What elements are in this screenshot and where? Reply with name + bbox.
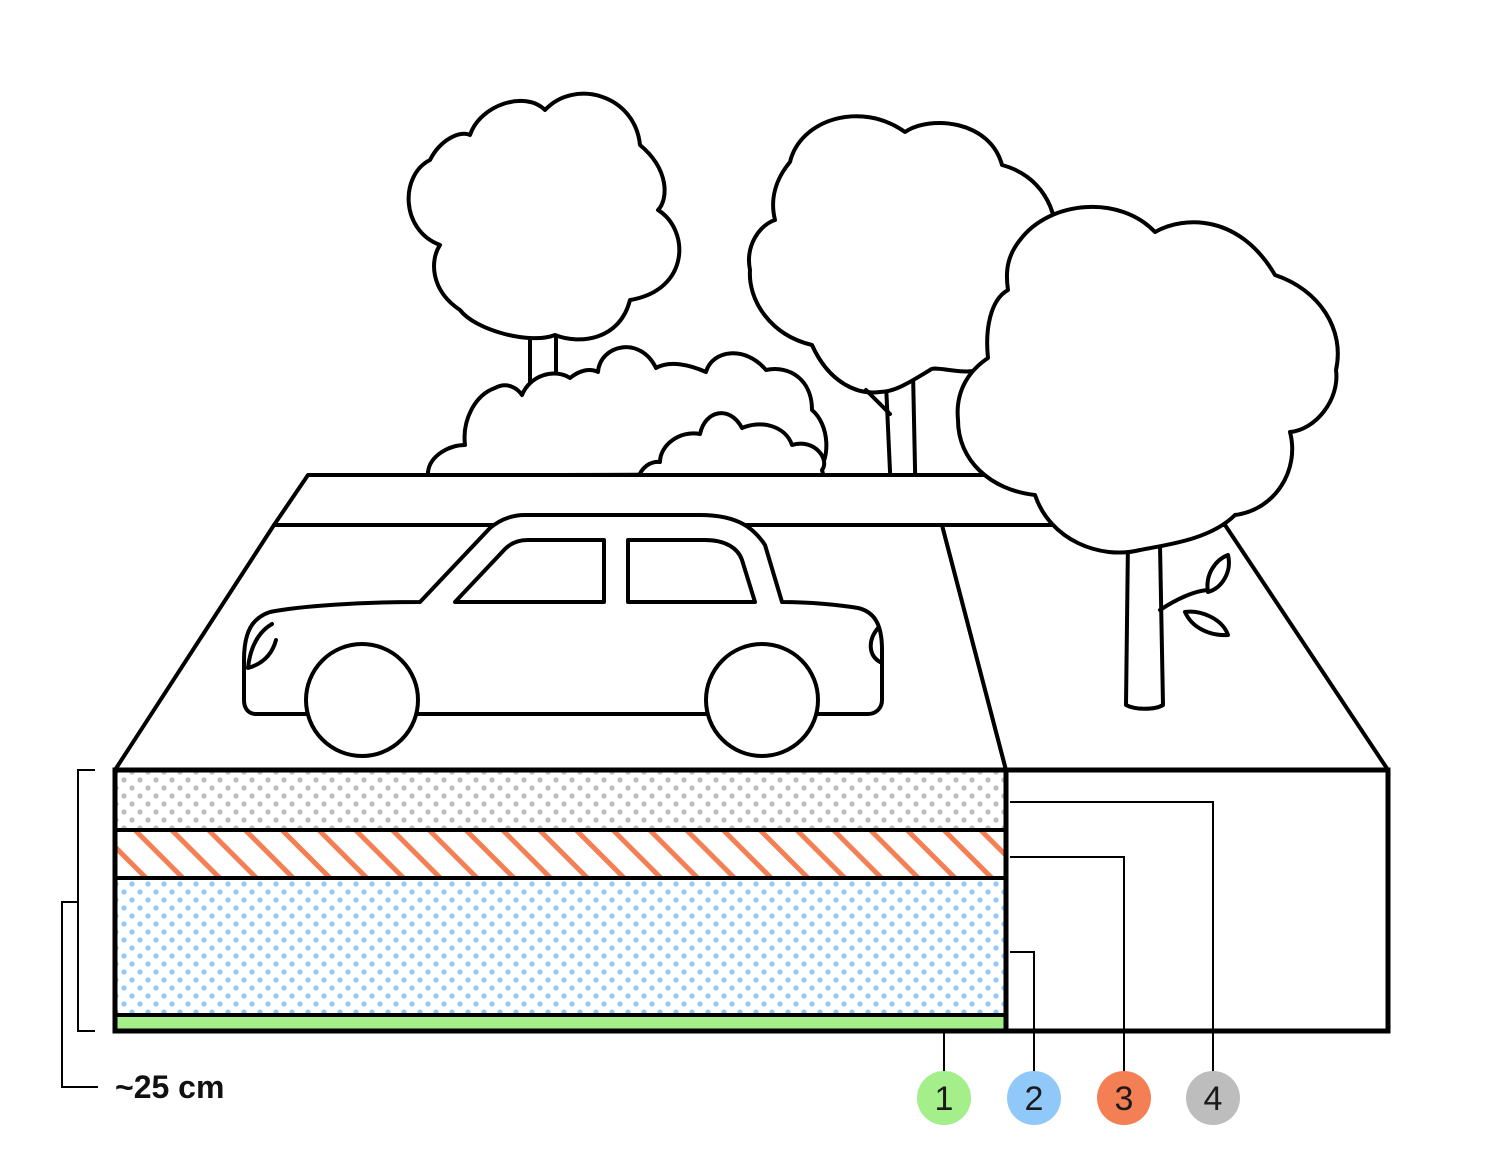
- tree-right: [955, 205, 1340, 711]
- callout-badges: 1 2 3 4: [917, 1071, 1240, 1125]
- leader-2: [1010, 951, 1035, 1072]
- badge-1-circle: [917, 1071, 971, 1125]
- badge-4-circle: [1186, 1071, 1240, 1125]
- badge-layer-1: 1: [917, 1071, 971, 1125]
- measurement-label: ~25 cm: [115, 1069, 224, 1105]
- car-window-rear: [626, 538, 757, 604]
- layer-2-drainage: [115, 878, 1006, 1015]
- car-front-wheel: [304, 642, 420, 758]
- leaf-icon-lower: [1183, 609, 1230, 638]
- height-bracket-outer: [77, 769, 95, 1032]
- planted-area-block: [1003, 767, 1391, 1034]
- tree-right-trunk: [1124, 538, 1165, 711]
- callout-leaders: [943, 801, 1214, 1072]
- tree-right-crown: [955, 205, 1340, 555]
- car-taillight: [868, 626, 882, 664]
- leader-3: [1010, 856, 1125, 1072]
- layer-3-filter: [115, 830, 1006, 878]
- badge-3-circle: [1097, 1071, 1151, 1125]
- badge-layer-2: 2: [1007, 1071, 1061, 1125]
- car-headlight: [246, 622, 278, 670]
- badge-layer-3: 3: [1097, 1071, 1151, 1125]
- badge-4-label: 4: [1204, 1080, 1223, 1118]
- badge-layer-4: 4: [1186, 1071, 1240, 1125]
- layer-4-gravel: [115, 770, 1006, 830]
- car-window-front: [453, 538, 606, 604]
- height-bracket-pointer: [61, 901, 98, 1088]
- badge-2-label: 2: [1025, 1080, 1044, 1118]
- badge-3-label: 3: [1115, 1080, 1134, 1118]
- tree-middle-branch: [864, 388, 892, 416]
- measurement-bracket: ~25 cm: [61, 769, 224, 1105]
- badge-2-circle: [1007, 1071, 1061, 1125]
- badge-1-label: 1: [935, 1080, 954, 1118]
- tree-left-crown: [406, 91, 682, 342]
- planted-area-surface: [940, 523, 1390, 772]
- tree-left: [406, 91, 682, 397]
- layer-1-base: [115, 1015, 1006, 1031]
- leaf-icon-upper: [1205, 553, 1231, 594]
- leader-4: [1010, 801, 1214, 1072]
- layer-cross-section: [112, 767, 1391, 1034]
- car: [242, 513, 884, 758]
- car-rear-wheel: [704, 642, 820, 758]
